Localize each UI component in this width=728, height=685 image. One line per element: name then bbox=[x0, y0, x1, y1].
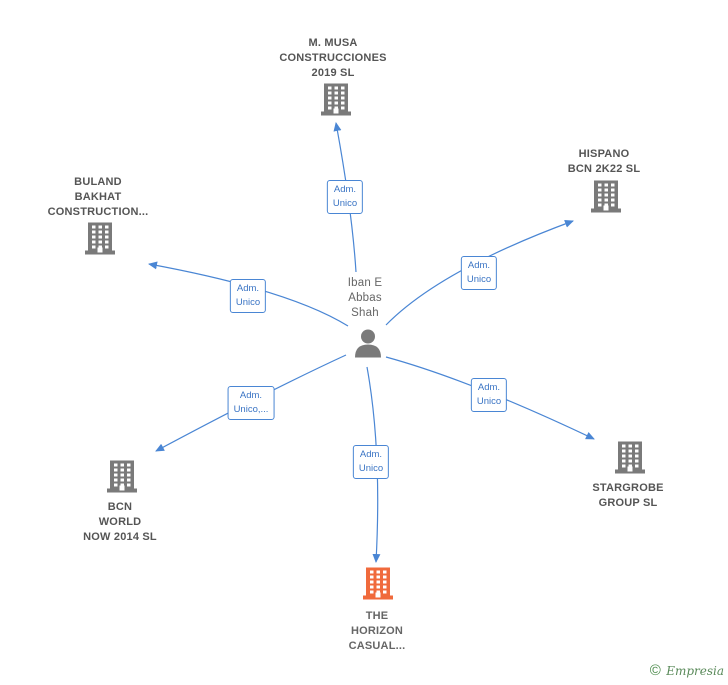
company-label-hispano[interactable]: HISPANO BCN 2K22 SL bbox=[567, 148, 641, 175]
edge-label-hispano[interactable]: Adm. Unico bbox=[460, 256, 498, 290]
building-icon-hispano[interactable] bbox=[591, 179, 621, 218]
edge-label-bcn[interactable]: Adm. Unico,... bbox=[227, 386, 275, 420]
company-label-musa[interactable]: M. MUSA CONSTRUCCIONES 2019 SL bbox=[279, 37, 387, 79]
edge-label-musa[interactable]: Adm. Unico bbox=[326, 180, 364, 214]
copyright-symbol: © bbox=[649, 662, 661, 679]
company-label-bcn[interactable]: BCN WORLD NOW 2014 SL bbox=[83, 501, 157, 543]
edge-label-stargrobe[interactable]: Adm. Unico bbox=[470, 378, 508, 412]
person-icon[interactable] bbox=[353, 328, 383, 363]
building-icon-horizon[interactable] bbox=[363, 566, 393, 605]
edge-to-hispano bbox=[385, 220, 574, 326]
edge-label-buland[interactable]: Adm. Unico bbox=[229, 279, 267, 313]
brand-logo[interactable]: Empresia bbox=[666, 664, 724, 678]
person-name[interactable]: Iban E Abbas Shah bbox=[347, 277, 383, 319]
company-label-buland[interactable]: BULAND BAKHAT CONSTRUCTION... bbox=[47, 176, 149, 218]
building-icon-buland[interactable] bbox=[85, 221, 115, 260]
edge-label-horizon[interactable]: Adm. Unico bbox=[352, 445, 390, 479]
building-icon-musa[interactable] bbox=[321, 82, 351, 121]
building-icon-stargrobe[interactable] bbox=[615, 440, 645, 479]
company-label-stargrobe[interactable]: STARGROBE GROUP SL bbox=[592, 482, 664, 509]
footer-credit: © Empresia bbox=[650, 662, 724, 679]
building-icon-bcn[interactable] bbox=[107, 459, 137, 498]
edge-to-buland bbox=[148, 261, 349, 327]
company-label-horizon[interactable]: THE HORIZON CASUAL... bbox=[348, 610, 406, 652]
